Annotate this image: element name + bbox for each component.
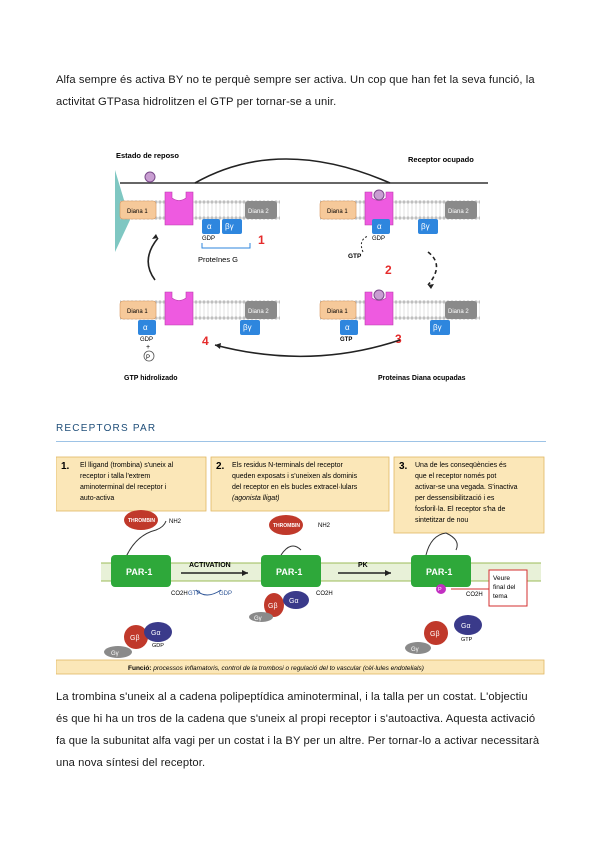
betagamma-label: βγ: [225, 222, 234, 231]
gdp-label: GDP: [152, 643, 164, 649]
par-receptor-diagram: 1. El lligand (trombina) s'uneix al rece…: [56, 456, 545, 675]
box2-number: 2.: [216, 461, 225, 472]
step-number: 2: [385, 263, 392, 277]
box2-line: del receptor en els bucles extracel·lula…: [232, 484, 358, 491]
box1-line: auto-activa: [80, 495, 114, 502]
co2h-label: CO2H: [171, 591, 188, 597]
gtp-label: GTP: [461, 637, 473, 643]
gbeta-label: Gβ: [430, 631, 439, 638]
par1-label: PAR-1: [426, 567, 452, 577]
par1-label: PAR-1: [276, 567, 302, 577]
gprotein-cycle-diagram: Estado de reposo Receptor ocupado Diana …: [115, 151, 488, 382]
gtp-label: GTP: [348, 253, 362, 260]
gtp-label: GTP: [340, 337, 352, 343]
resting-label: Estado de reposo: [116, 151, 179, 160]
alpha-label: α: [377, 222, 382, 231]
pk-label: PK: [358, 562, 368, 569]
gbeta-label: Gβ: [268, 603, 277, 610]
step-number: 4: [202, 334, 209, 348]
alpha-label: α: [143, 323, 148, 332]
targets-occupied-label: Proteinas Diana ocupadas: [378, 375, 466, 382]
ggamma-label: Gγ: [254, 616, 262, 622]
box2-line: (agonista lligat): [232, 495, 279, 502]
ggamma-label: Gγ: [411, 647, 419, 653]
diana1-label: Diana 1: [327, 209, 348, 215]
box3-line: Una de les conseqüències és: [415, 462, 507, 469]
body-paragraph: La trombina s'uneix al a cadena polipept…: [56, 686, 546, 774]
box2-line: Els residus N-terminals del receptor: [232, 462, 344, 469]
gtp-label: GTP: [188, 591, 200, 597]
gbeta-label: Gβ: [130, 635, 139, 642]
body-line: una nova síntesi del receptor.: [56, 757, 206, 769]
step-number: 1: [258, 233, 265, 247]
galpha-label: Gα: [289, 598, 299, 605]
diana2-label: Diana 2: [248, 309, 269, 315]
function-text: Funció: processos inflamatoris, control …: [128, 665, 424, 672]
body-line: fa que la subunitat alfa vagi per un cos…: [56, 735, 540, 747]
alpha-label: α: [345, 323, 350, 332]
box1-line: receptor i talla l'extrem: [80, 473, 150, 480]
thrombin-label: THROMBIN: [128, 518, 155, 524]
gdp-label: GDP: [372, 236, 385, 242]
note-line: tema: [493, 593, 508, 600]
box1-line: aminoterminal del receptor i: [80, 484, 167, 491]
gdp-label: GDP: [219, 591, 232, 597]
nh2-label: NH2: [318, 523, 331, 529]
nh2-label: NH2: [169, 519, 182, 525]
activation-label: ACTIVATION: [189, 562, 231, 569]
diana2-label: Diana 2: [448, 309, 469, 315]
heading-divider: [56, 441, 546, 442]
intro-line: Alfa sempre és activa BY no te perquè se…: [56, 74, 535, 86]
box3-line: que el receptor només pot: [415, 473, 496, 480]
occupied-label: Receptor ocupado: [408, 155, 474, 164]
intro-line: activitat GTPasa hidrolitzen el GTP per …: [56, 96, 337, 108]
betagamma-label: βγ: [243, 323, 252, 332]
box3-line: per dessensibilització i es: [415, 495, 495, 502]
step-number: 3: [395, 332, 402, 346]
body-line: és que hi ha un tros de la cadena que s'…: [56, 713, 536, 725]
gdp-label: GDP: [202, 236, 215, 242]
betagamma-label: βγ: [433, 323, 442, 332]
phosphate-label: P: [146, 355, 150, 361]
ggamma-label: Gγ: [111, 651, 119, 657]
thrombin-label: THROMBIN: [273, 523, 300, 529]
body-line: La trombina s'uneix al a cadena polipept…: [56, 691, 528, 703]
function-description: processos inflamatoris, control de la tr…: [151, 665, 423, 672]
box3-line: activar-se una vegada. S'inactiva: [415, 484, 518, 491]
diana2-label: Diana 2: [448, 209, 469, 215]
intro-paragraph: Alfa sempre és activa BY no te perquè se…: [56, 69, 546, 113]
galpha-label: Gα: [151, 630, 161, 637]
box3-number: 3.: [399, 461, 408, 472]
betagamma-label: βγ: [421, 222, 430, 231]
diana1-label: Diana 1: [327, 309, 348, 315]
phospho-label: P: [438, 587, 442, 593]
box1-number: 1.: [61, 461, 70, 472]
par1-label: PAR-1: [126, 567, 152, 577]
diana1-label: Diana 1: [127, 309, 148, 315]
note-line: final del: [493, 584, 516, 591]
diana1-label: Diana 1: [127, 209, 148, 215]
plus-label: +: [146, 344, 150, 351]
box1-line: El lligand (trombina) s'uneix al: [80, 462, 174, 469]
gproteins-label: Proteïnes G: [198, 255, 238, 264]
section-heading: RECEPTORS PAR: [56, 423, 157, 434]
note-line: Veure: [493, 575, 510, 582]
box2-line: queden exposats i s'uneixen als dominis: [232, 473, 358, 480]
gtp-hydrolyzed-label: GTP hidrolizado: [124, 375, 178, 382]
galpha-label: Gα: [461, 623, 471, 630]
diana2-label: Diana 2: [248, 209, 269, 215]
co2h-label: CO2H: [466, 592, 483, 598]
box3-line: fosforil·la. El receptor s'ha de: [415, 506, 506, 513]
co2h-label: CO2H: [316, 591, 333, 597]
function-bold: Funció:: [128, 665, 151, 672]
box3-line: sintetitzar de nou: [415, 517, 468, 524]
gdp-label: GDP: [140, 337, 153, 343]
alpha-label: α: [207, 222, 212, 231]
